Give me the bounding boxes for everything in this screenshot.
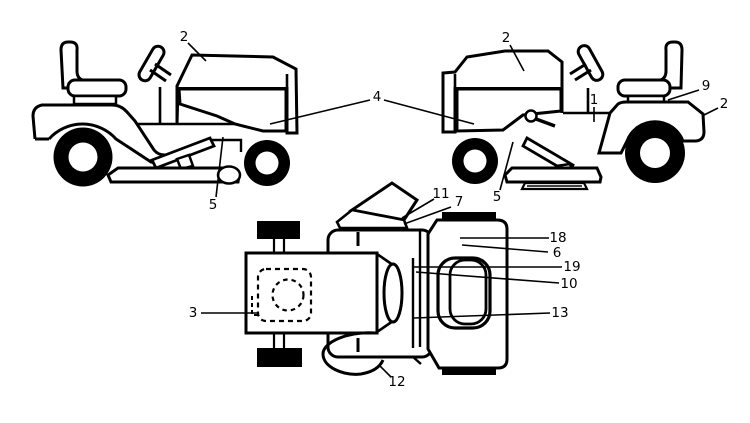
seat-cushion (616, 78, 672, 98)
rear-fender (597, 100, 706, 155)
leader-right-seat-mount (667, 89, 700, 101)
callout-top-rail-a: 19 (563, 259, 580, 275)
callout-top-steering-b: 7 (455, 194, 464, 210)
hood-side-panel (177, 87, 288, 133)
callout-left-footrest: 5 (209, 197, 218, 213)
steering-column (149, 62, 172, 83)
leader-shared-side-panel (269, 99, 475, 125)
front-axles (272, 239, 286, 348)
callout-top-steering-a: 11 (432, 186, 449, 202)
footrest-arm (150, 136, 216, 170)
callout-top-rail-b: 10 (560, 276, 577, 292)
side-view-facing-right (31, 40, 299, 187)
callout-leaders (187, 42, 719, 378)
engine-dashed-outline (256, 267, 313, 323)
ignition-key (524, 109, 538, 123)
discharge-chute (216, 165, 242, 185)
callout-right-footrest: 5 (493, 189, 502, 205)
leader-top-rail-c (413, 312, 551, 319)
steering-shaft-ellipse (382, 262, 404, 324)
seat-pedestal (72, 94, 118, 106)
seat-cushion (66, 78, 128, 98)
callout-right-fender: 2 (720, 96, 729, 112)
leader-right-footrest (499, 141, 514, 191)
wheel-arch (47, 122, 161, 166)
side-view-facing-left (441, 40, 706, 191)
leader-right-hood (509, 44, 525, 72)
belt-loop (321, 331, 385, 376)
callout-labels: 2 4 5 2 1 9 2 5 11 7 18 6 19 10 13 3 12 (180, 29, 729, 390)
callout-top-rail-c: 13 (551, 305, 568, 321)
callout-top-belt: 12 (388, 374, 405, 390)
mower-deck (503, 166, 603, 184)
callout-top-seat-bracket: 6 (553, 245, 562, 261)
front-hub (255, 151, 279, 175)
leader-top-seat-bracket (461, 244, 549, 253)
callout-right-frame: 1 (590, 92, 599, 108)
leader-left-hood (187, 42, 207, 62)
top-view (244, 181, 509, 376)
neck-top-edge (376, 252, 394, 267)
ignition-lever (535, 117, 556, 128)
leader-top-rail-b (415, 271, 560, 284)
callout-right-hood: 2 (502, 30, 511, 46)
leader-top-belt (379, 365, 392, 378)
leader-top-steering-a (401, 198, 435, 219)
rear-fender (31, 103, 172, 157)
callout-left-hood: 2 (180, 29, 189, 45)
leader-left-footrest (215, 136, 224, 198)
engine-dashed-bracket (251, 296, 261, 316)
front-tire-bottom (257, 348, 302, 367)
rear-hub (68, 142, 98, 172)
seat-inner-contour (448, 258, 488, 326)
engine-dashed-circle (271, 278, 305, 312)
rear-hub (640, 138, 670, 168)
leader-top-steering-b (403, 206, 452, 225)
front-hub (463, 149, 487, 173)
neck-bottom-edge (376, 319, 394, 334)
frame-front (212, 138, 243, 152)
hood-side-panel (455, 87, 563, 133)
body-step-edge (412, 356, 422, 365)
deck-hanger (175, 153, 195, 171)
front-tire-top (257, 221, 300, 239)
rear-tire-top (442, 212, 496, 220)
leader-right-fender (703, 107, 719, 116)
rear-tire-bottom (442, 367, 496, 375)
callout-top-fender: 18 (549, 230, 566, 246)
callout-shared-side-panel: 4 (373, 89, 382, 105)
callout-top-engine: 3 (189, 305, 198, 321)
steering-column (569, 62, 592, 82)
callout-right-seat-mount: 9 (702, 78, 711, 94)
